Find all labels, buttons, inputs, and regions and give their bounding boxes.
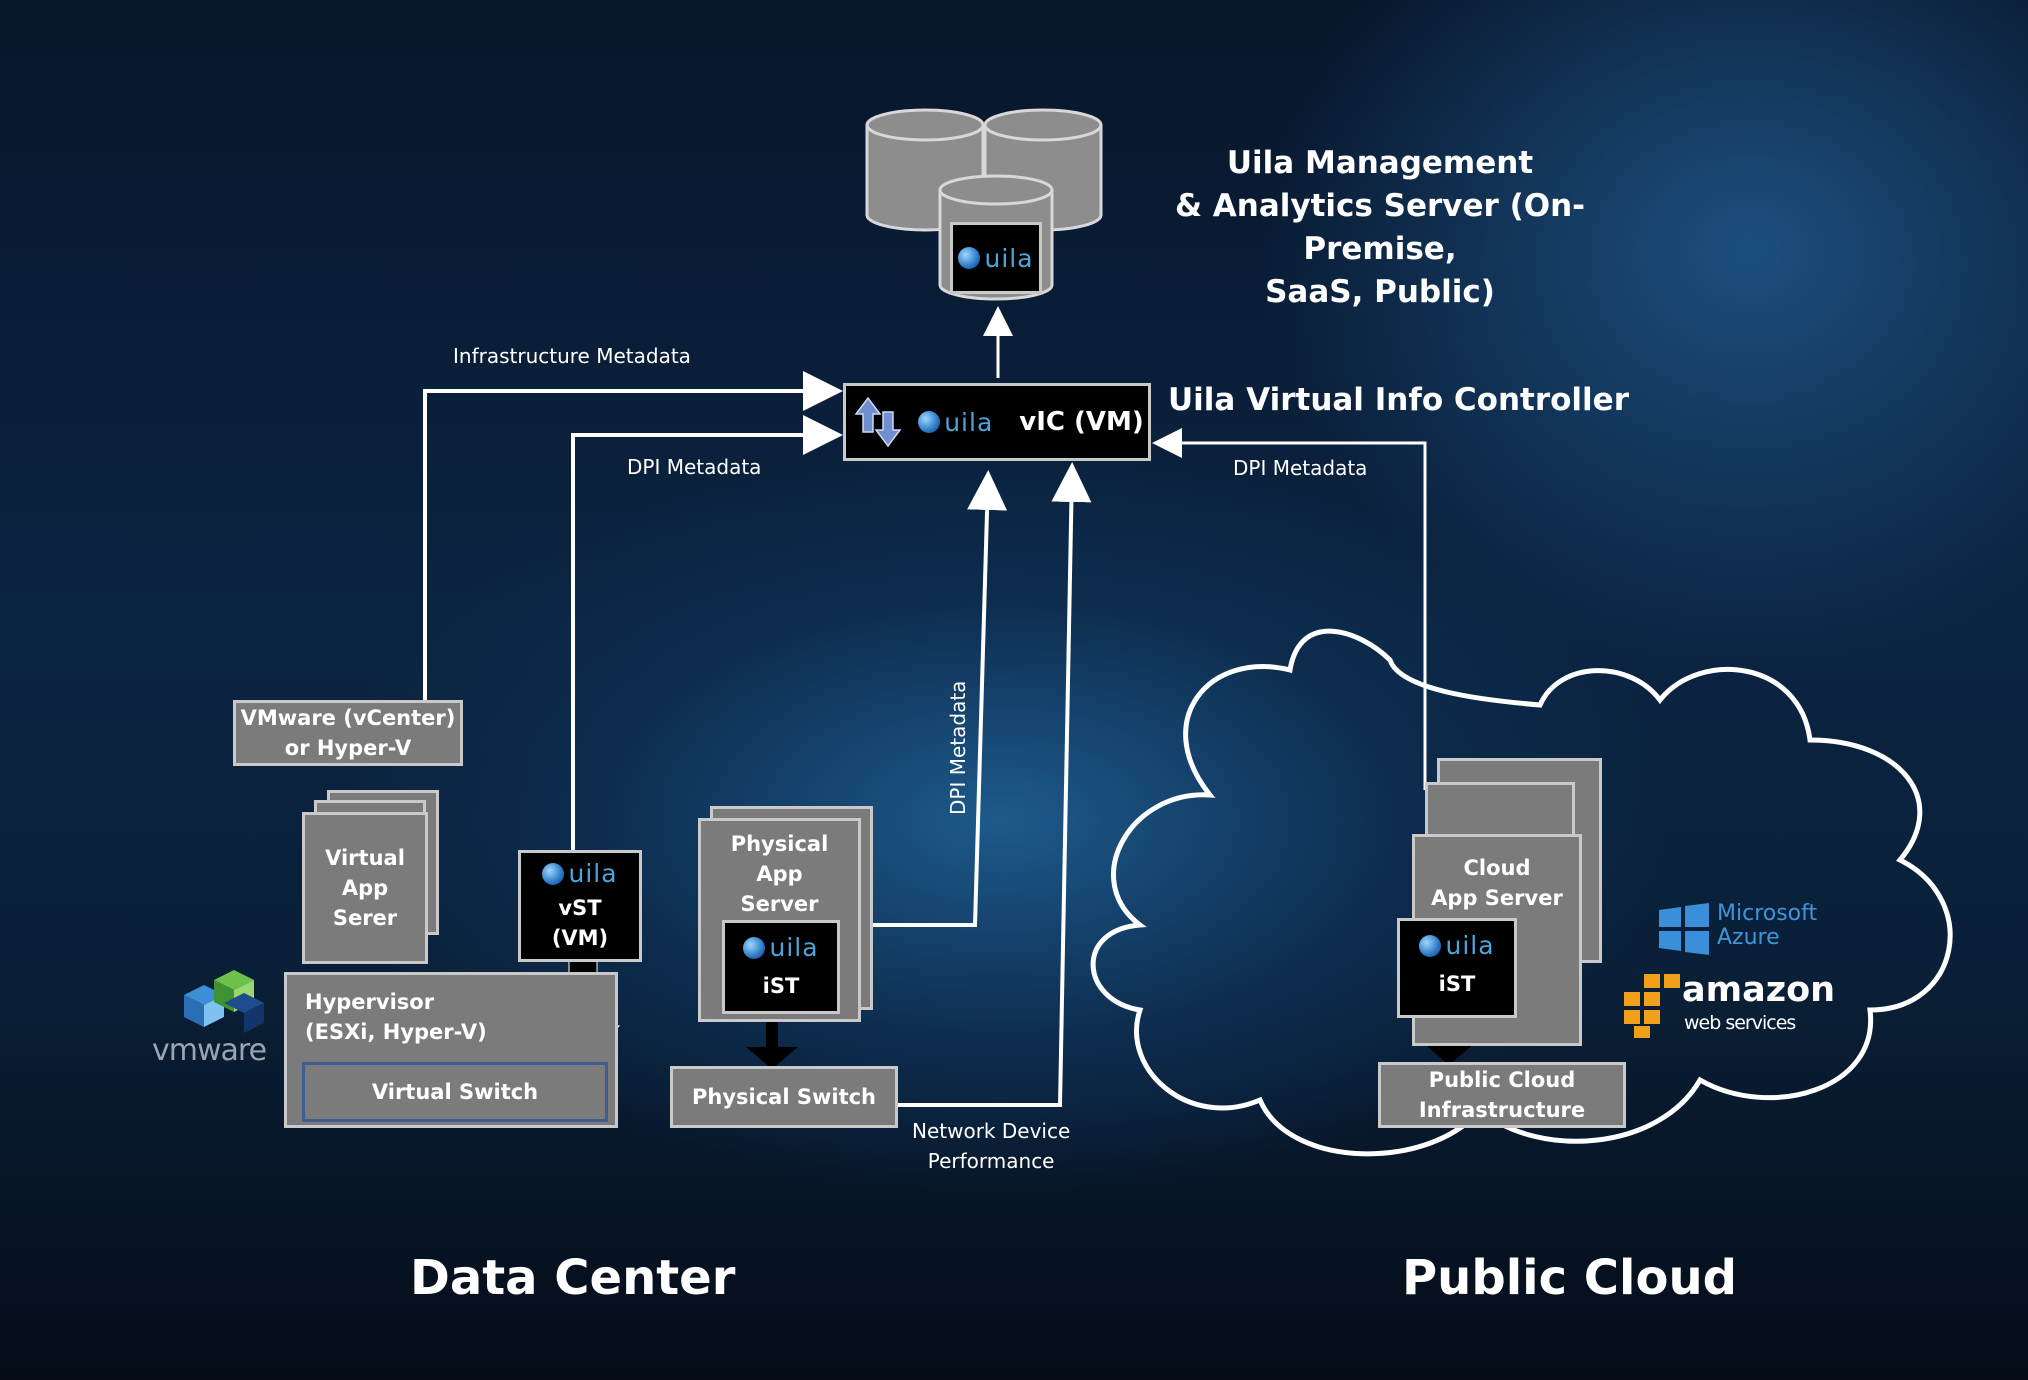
- vmware-cubes-icon: [184, 970, 264, 1033]
- globe-icon: [1419, 935, 1442, 957]
- down-arrow-icon: [746, 1018, 1475, 1069]
- vst-box[interactable]: uila vST (VM): [518, 850, 642, 962]
- dpi-metadata-label-right: DPI Metadata: [1233, 456, 1368, 480]
- globe-icon: [743, 937, 766, 959]
- aws-logo-subtext: web services: [1684, 1012, 1796, 1034]
- vic-label: vIC (VM): [1019, 407, 1144, 437]
- transfer-arrows-icon: [854, 396, 902, 448]
- uila-logo-text: uila: [1445, 931, 1495, 960]
- aws-logo-text: amazon: [1682, 970, 1836, 1010]
- vst-label: vST (VM): [551, 896, 609, 950]
- azure-logo-text: Microsoft Azure: [1717, 901, 1818, 950]
- hypervisor-label: Hypervisor (ESXi, Hyper-V): [305, 990, 487, 1044]
- globe-icon: [542, 863, 565, 885]
- uila-logo-text: uila: [568, 859, 618, 888]
- globe-icon: [958, 247, 981, 269]
- public-cloud-infrastructure-box[interactable]: Public Cloud Infrastructure: [1378, 1062, 1626, 1128]
- ist-box-cloud[interactable]: uila iST: [1397, 918, 1517, 1018]
- vmware-logo-text: vmware: [152, 1033, 267, 1068]
- ist-box-datacenter[interactable]: uila iST: [722, 920, 840, 1014]
- amazon-web-services-logo: amazon web services: [1622, 970, 1835, 1042]
- ist-label: iST: [1438, 972, 1476, 996]
- management-server-logo: uila: [950, 222, 1042, 294]
- infrastructure-metadata-label: Infrastructure Metadata: [453, 344, 691, 368]
- vmware-vcenter-box[interactable]: VMware (vCenter) or Hyper-V: [233, 700, 463, 766]
- network-device-performance-label: Network Device Performance: [912, 1119, 1071, 1173]
- vic-title: Uila Virtual Info Controller: [1168, 382, 1629, 418]
- data-center-title: Data Center: [410, 1250, 736, 1306]
- vic-box[interactable]: uila vIC (VM): [843, 383, 1151, 461]
- cloud-shape: [1090, 628, 1953, 1157]
- uila-logo-text: uila: [984, 243, 1034, 273]
- vmware-logo: vmware: [152, 965, 292, 1068]
- globe-icon: [918, 411, 941, 433]
- virtual-app-server-box[interactable]: Virtual App Serer: [302, 812, 428, 964]
- dpi-metadata-label-vertical: DPI Metadata: [946, 680, 970, 815]
- uila-logo-text: uila: [769, 933, 819, 962]
- microsoft-azure-logo: Microsoft Azure: [1655, 900, 1855, 960]
- public-cloud-title: Public Cloud: [1402, 1250, 1737, 1306]
- virtual-switch-box[interactable]: Virtual Switch: [302, 1062, 608, 1122]
- dpi-metadata-label-left: DPI Metadata: [627, 455, 762, 479]
- aws-cubes-icon: [1624, 974, 1680, 1038]
- ist-label: iST: [762, 974, 800, 998]
- windows-icon: [1659, 903, 1709, 955]
- management-server-title: Uila Management & Analytics Server (On-P…: [1174, 145, 1586, 310]
- physical-switch-box[interactable]: Physical Switch: [670, 1066, 898, 1128]
- uila-logo-text: uila: [944, 407, 994, 437]
